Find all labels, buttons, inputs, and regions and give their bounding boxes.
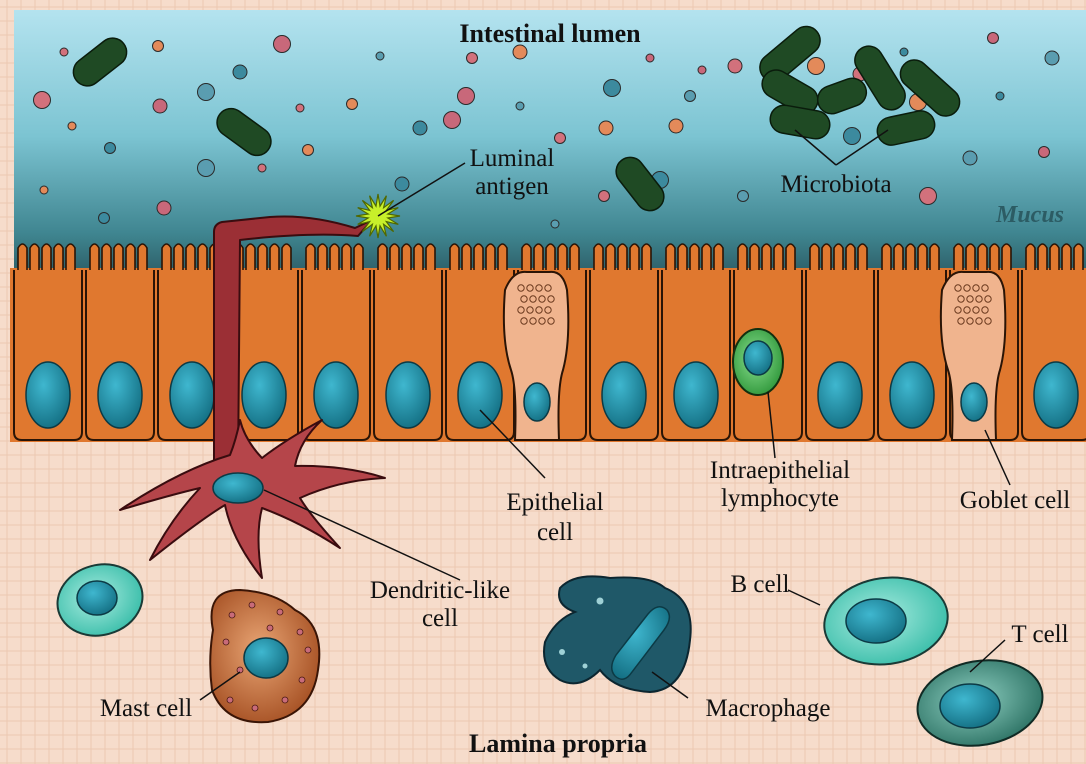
macrophage-label: Macrophage [706, 695, 831, 722]
epithelial-cell-label-line2: cell [537, 519, 573, 546]
macrophage [544, 576, 691, 692]
dendritic-like-cell-label-line1: Dendritic-like [370, 577, 510, 604]
goblet-cell-label: Goblet cell [960, 487, 1070, 514]
mucus-label: Mucus [995, 202, 1064, 228]
luminal-antigen-label-line1: Luminal [470, 145, 555, 172]
mast-cell-label: Mast cell [100, 695, 192, 722]
epithelial-cell-label-line1: Epithelial [506, 489, 603, 516]
dendritic-like-cell-label-line2: cell [422, 605, 458, 632]
intraepithelial-lymphocyte [733, 329, 783, 395]
intraepithelial-lymphocyte-label-line2: lymphocyte [721, 485, 839, 512]
b-cell-label: B cell [730, 571, 789, 598]
t-cell-label: T cell [1011, 621, 1068, 648]
luminal-antigen-label-line2: antigen [475, 173, 549, 200]
intraepithelial-lymphocyte-label-line1: Intraepithelial [710, 457, 850, 484]
intestinal-lumen-label: Intestinal lumen [459, 19, 641, 48]
microbiota-label: Microbiota [780, 171, 891, 198]
lamina-propria-label: Lamina propria [469, 729, 647, 758]
